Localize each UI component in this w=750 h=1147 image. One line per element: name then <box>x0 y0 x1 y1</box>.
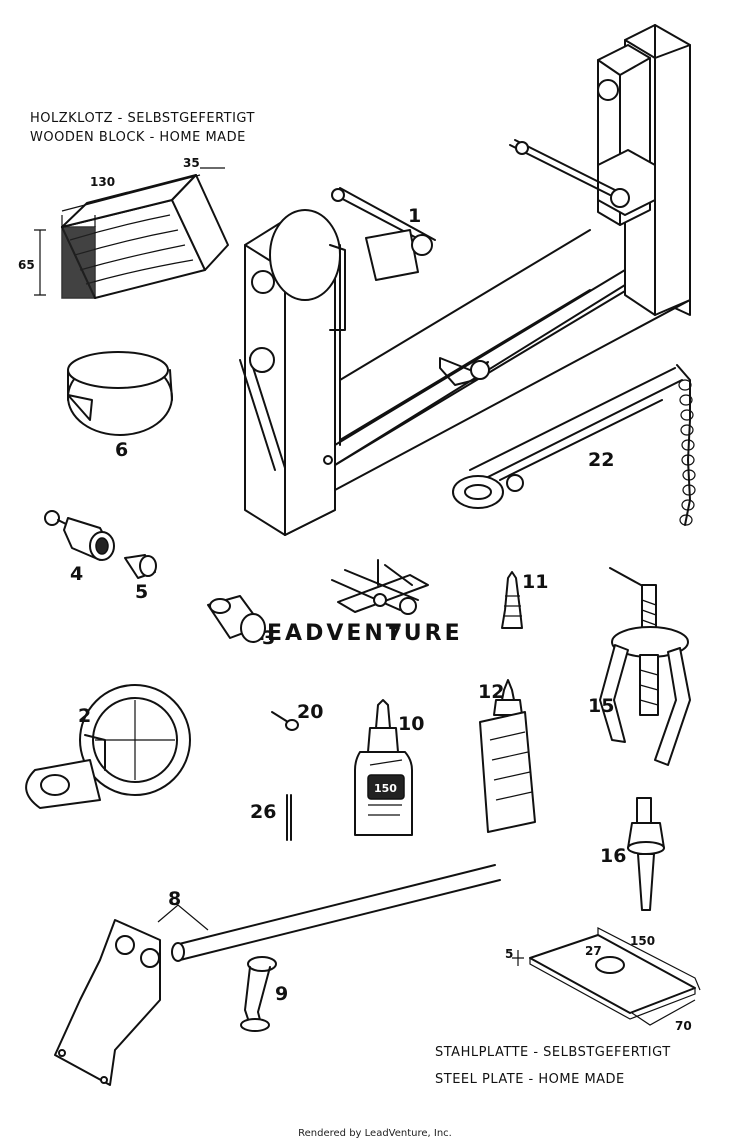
wooden-block-caption-en: WOODEN BLOCK - HOME MADE <box>30 130 246 145</box>
threadlock-tube-small <box>501 571 523 629</box>
dim-plate-hole: 27 <box>585 944 602 958</box>
screw <box>271 711 299 731</box>
bottle-volume-label: 150 <box>374 782 397 795</box>
steel-plate-caption-de: STAHLPLATTE - SELBSTGEFERTIGT <box>435 1045 671 1060</box>
wooden-block-caption-de: HOLZKLOTZ - SELBSTGEFERTIGT <box>30 111 255 126</box>
engine-stand-frame <box>239 24 691 536</box>
callout-3: 3 <box>262 627 275 649</box>
callout-10: 10 <box>398 713 424 735</box>
callout-8: 8 <box>168 888 181 910</box>
dim-block-length: 130 <box>90 175 115 189</box>
engine-holder-bracket <box>331 187 436 281</box>
dim-plate-length: 150 <box>630 934 655 948</box>
flywheel-puller-plate <box>331 559 429 615</box>
chain-wrench <box>452 364 696 526</box>
steel-plate-caption-en: STEEL PLATE - HOME MADE <box>435 1072 625 1087</box>
dim-block-depth: 35 <box>183 156 200 170</box>
lubricant-bottle: 150 <box>354 699 413 836</box>
small-bushing <box>124 554 157 579</box>
callout-9: 9 <box>275 983 288 1005</box>
callout-11: 11 <box>522 571 548 593</box>
press-sleeve <box>207 595 266 643</box>
callout-5: 5 <box>135 581 148 603</box>
slide-hammer <box>627 797 665 911</box>
callout-12: 12 <box>478 681 504 703</box>
callout-4: 4 <box>70 563 83 585</box>
callout-20: 20 <box>297 701 323 723</box>
clamp-hook <box>240 956 277 1032</box>
dim-plate-thickness: 5 <box>505 947 513 961</box>
extractor-sleeve <box>44 510 115 561</box>
bearing-puller <box>599 567 691 766</box>
callout-26: 26 <box>250 801 276 823</box>
wooden-block <box>34 167 229 299</box>
dim-block-height: 65 <box>18 258 35 272</box>
callout-6: 6 <box>115 439 128 461</box>
callout-22: 22 <box>588 449 614 471</box>
split-ring <box>67 351 173 436</box>
holding-fixture <box>54 864 501 1086</box>
footer-credit: Rendered by LeadVenture, Inc. <box>298 1128 452 1139</box>
callout-15: 15 <box>588 695 614 717</box>
callout-2: 2 <box>78 705 91 727</box>
steel-plate <box>512 927 701 1026</box>
callout-1: 1 <box>408 205 421 227</box>
dim-plate-width: 70 <box>675 1019 692 1033</box>
watermark: LEADVENTURE <box>250 621 463 646</box>
clutch-holder <box>25 684 191 809</box>
callout-7: 7 <box>388 623 401 645</box>
paste-tube <box>479 679 536 833</box>
pin <box>286 794 292 841</box>
callout-16: 16 <box>600 845 626 867</box>
